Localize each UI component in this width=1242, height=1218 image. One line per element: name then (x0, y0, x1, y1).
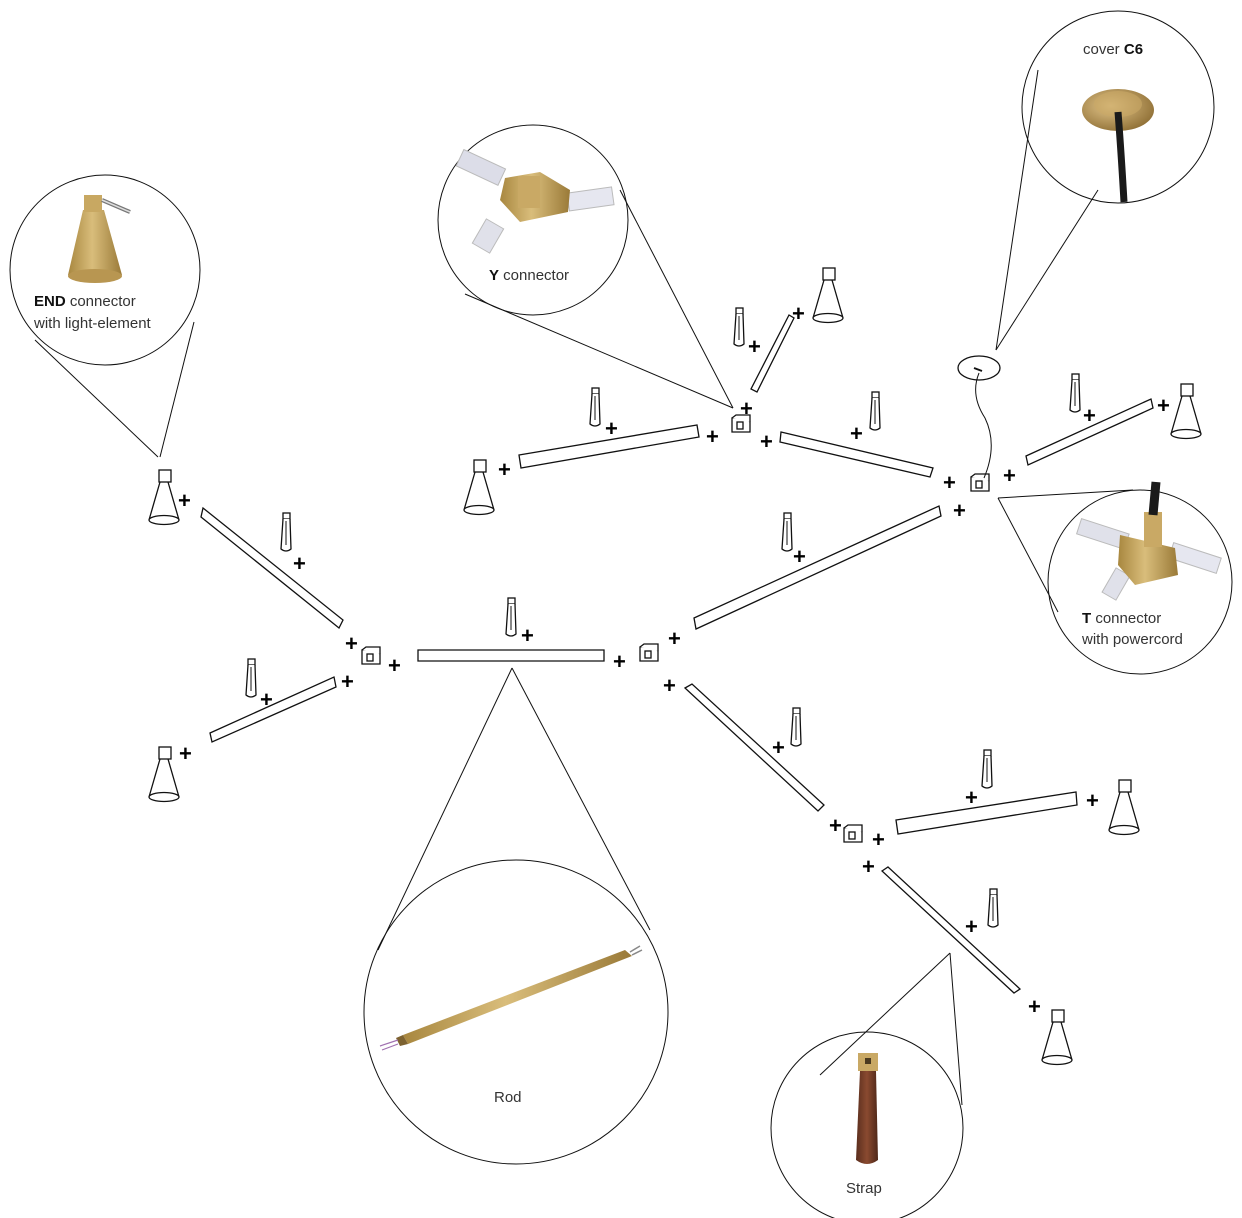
rod (209, 676, 337, 743)
plus-sign: + (1003, 463, 1016, 488)
plus-sign: + (850, 421, 863, 446)
callout-strap: Strap (770, 1031, 964, 1218)
rod (693, 505, 942, 630)
plus-sign: + (293, 551, 306, 576)
t-connector-image (1075, 481, 1222, 601)
rods (200, 314, 1154, 994)
t-connector-label-line2: with powercord (1081, 631, 1183, 648)
y-connector-label: Y connector (489, 267, 569, 284)
plus-sign: + (521, 623, 534, 648)
plus-sign: + (260, 687, 273, 712)
plus-sign: + (760, 429, 773, 454)
plus-sign: + (605, 416, 618, 441)
powercord (957, 355, 1001, 479)
plus-sign: + (772, 735, 785, 760)
light-element-icon (148, 746, 180, 803)
end-connector-image (68, 195, 131, 283)
rod (750, 314, 795, 393)
plus-signs: + + + + + + + + + + + + + + + + + + + + + + + + + + + + + + + + + (178, 301, 1170, 1019)
plus-sign: + (668, 626, 681, 651)
strap-icon (733, 307, 745, 347)
rod-label: Rod (494, 1089, 522, 1106)
t-connector-icon (970, 473, 990, 492)
rod (518, 424, 700, 469)
plus-sign: + (1086, 788, 1099, 813)
y-connector-icon (843, 824, 863, 843)
plus-sign: + (965, 914, 978, 939)
rod (683, 683, 825, 812)
plus-sign: + (740, 396, 753, 421)
plus-sign: + (1083, 403, 1096, 428)
strap-icon (781, 512, 793, 552)
strap-icon (245, 658, 257, 698)
rod (200, 506, 344, 630)
light-element-icon (812, 267, 844, 324)
plus-sign: + (748, 334, 761, 359)
rod (417, 649, 605, 662)
callout-end-connector: END connector with light-element (9, 174, 201, 366)
callout-cover-c6: cover C6 (1021, 10, 1215, 204)
rod (880, 866, 1022, 994)
plus-sign: + (663, 673, 676, 698)
strap-label: Strap (846, 1180, 882, 1197)
plus-sign: + (179, 741, 192, 766)
light-element-icon (148, 469, 180, 526)
callout-rod: Rod (363, 859, 669, 1165)
strap-icon (589, 387, 601, 427)
strap-icon (1069, 373, 1081, 413)
cover-c6-icon (957, 355, 1001, 381)
callout-leaders (34, 69, 1134, 1106)
end-connector-label: END connector (34, 293, 136, 310)
plus-sign: + (943, 470, 956, 495)
strap-icon (790, 707, 802, 747)
end-connector-label-line2: with light-element (33, 315, 152, 332)
y-connector-icon (639, 643, 659, 662)
light-elements (148, 267, 1202, 1066)
y-connector-image (455, 148, 615, 254)
plus-sign: + (613, 649, 626, 674)
cover-image (1082, 89, 1154, 203)
cover-label: cover C6 (1083, 41, 1143, 58)
strap-icon (505, 597, 517, 637)
rod (895, 791, 1078, 835)
strap-icon (280, 512, 292, 552)
light-element-icon (1170, 383, 1202, 440)
plus-sign: + (498, 457, 511, 482)
plus-sign: + (178, 488, 191, 513)
plus-sign: + (345, 631, 358, 656)
plus-sign: + (965, 785, 978, 810)
rod (779, 431, 934, 478)
callout-y-connector: Y connector (437, 124, 629, 316)
plus-sign: + (341, 669, 354, 694)
plus-sign: + (388, 653, 401, 678)
plus-sign: + (953, 498, 966, 523)
light-element-icon (1041, 1009, 1073, 1066)
plus-sign: + (793, 544, 806, 569)
strap-icon (869, 391, 881, 431)
plus-sign: + (1028, 994, 1041, 1019)
straps (245, 307, 1081, 928)
strap-image (856, 1053, 878, 1164)
strap-icon (987, 888, 999, 928)
callout-t-connector: T connector with powercord (1047, 481, 1233, 675)
light-element-icon (463, 459, 495, 516)
y-connector-icon (361, 646, 381, 665)
plus-sign: + (706, 424, 719, 449)
t-connector-label: T connector (1082, 610, 1161, 627)
plus-sign: + (1157, 393, 1170, 418)
plus-sign: + (862, 854, 875, 879)
rod (1025, 398, 1154, 466)
rod-image (379, 945, 643, 1051)
light-element-icon (1108, 779, 1140, 836)
plus-sign: + (792, 301, 805, 326)
strap-icon (981, 749, 993, 789)
plus-sign: + (829, 813, 842, 838)
plus-sign: + (872, 827, 885, 852)
